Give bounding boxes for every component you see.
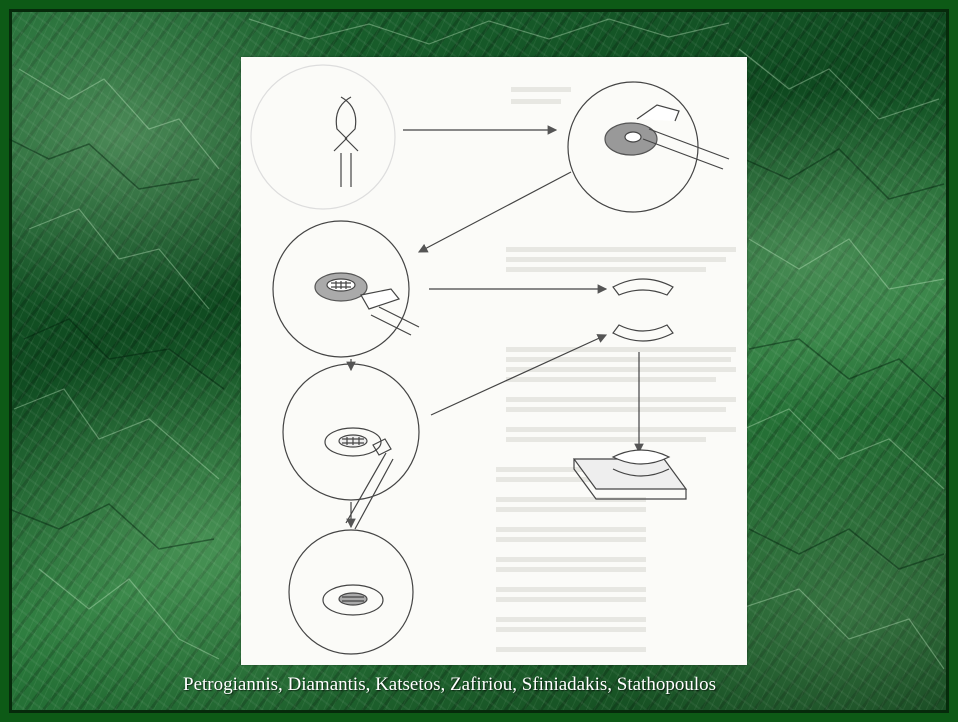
eye-step-1-icon	[568, 82, 729, 212]
procedure-diagram-icon	[241, 57, 747, 665]
forceps-icon	[251, 65, 395, 209]
procedure-figure	[241, 57, 747, 665]
author-caption: Petrogiannis, Diamantis, Katsetos, Zafir…	[183, 674, 716, 696]
tissue-pieces-icon	[613, 279, 673, 341]
eye-step-2-icon	[273, 221, 419, 357]
culture-plate-icon	[574, 450, 686, 499]
eye-step-4-icon	[289, 530, 413, 654]
